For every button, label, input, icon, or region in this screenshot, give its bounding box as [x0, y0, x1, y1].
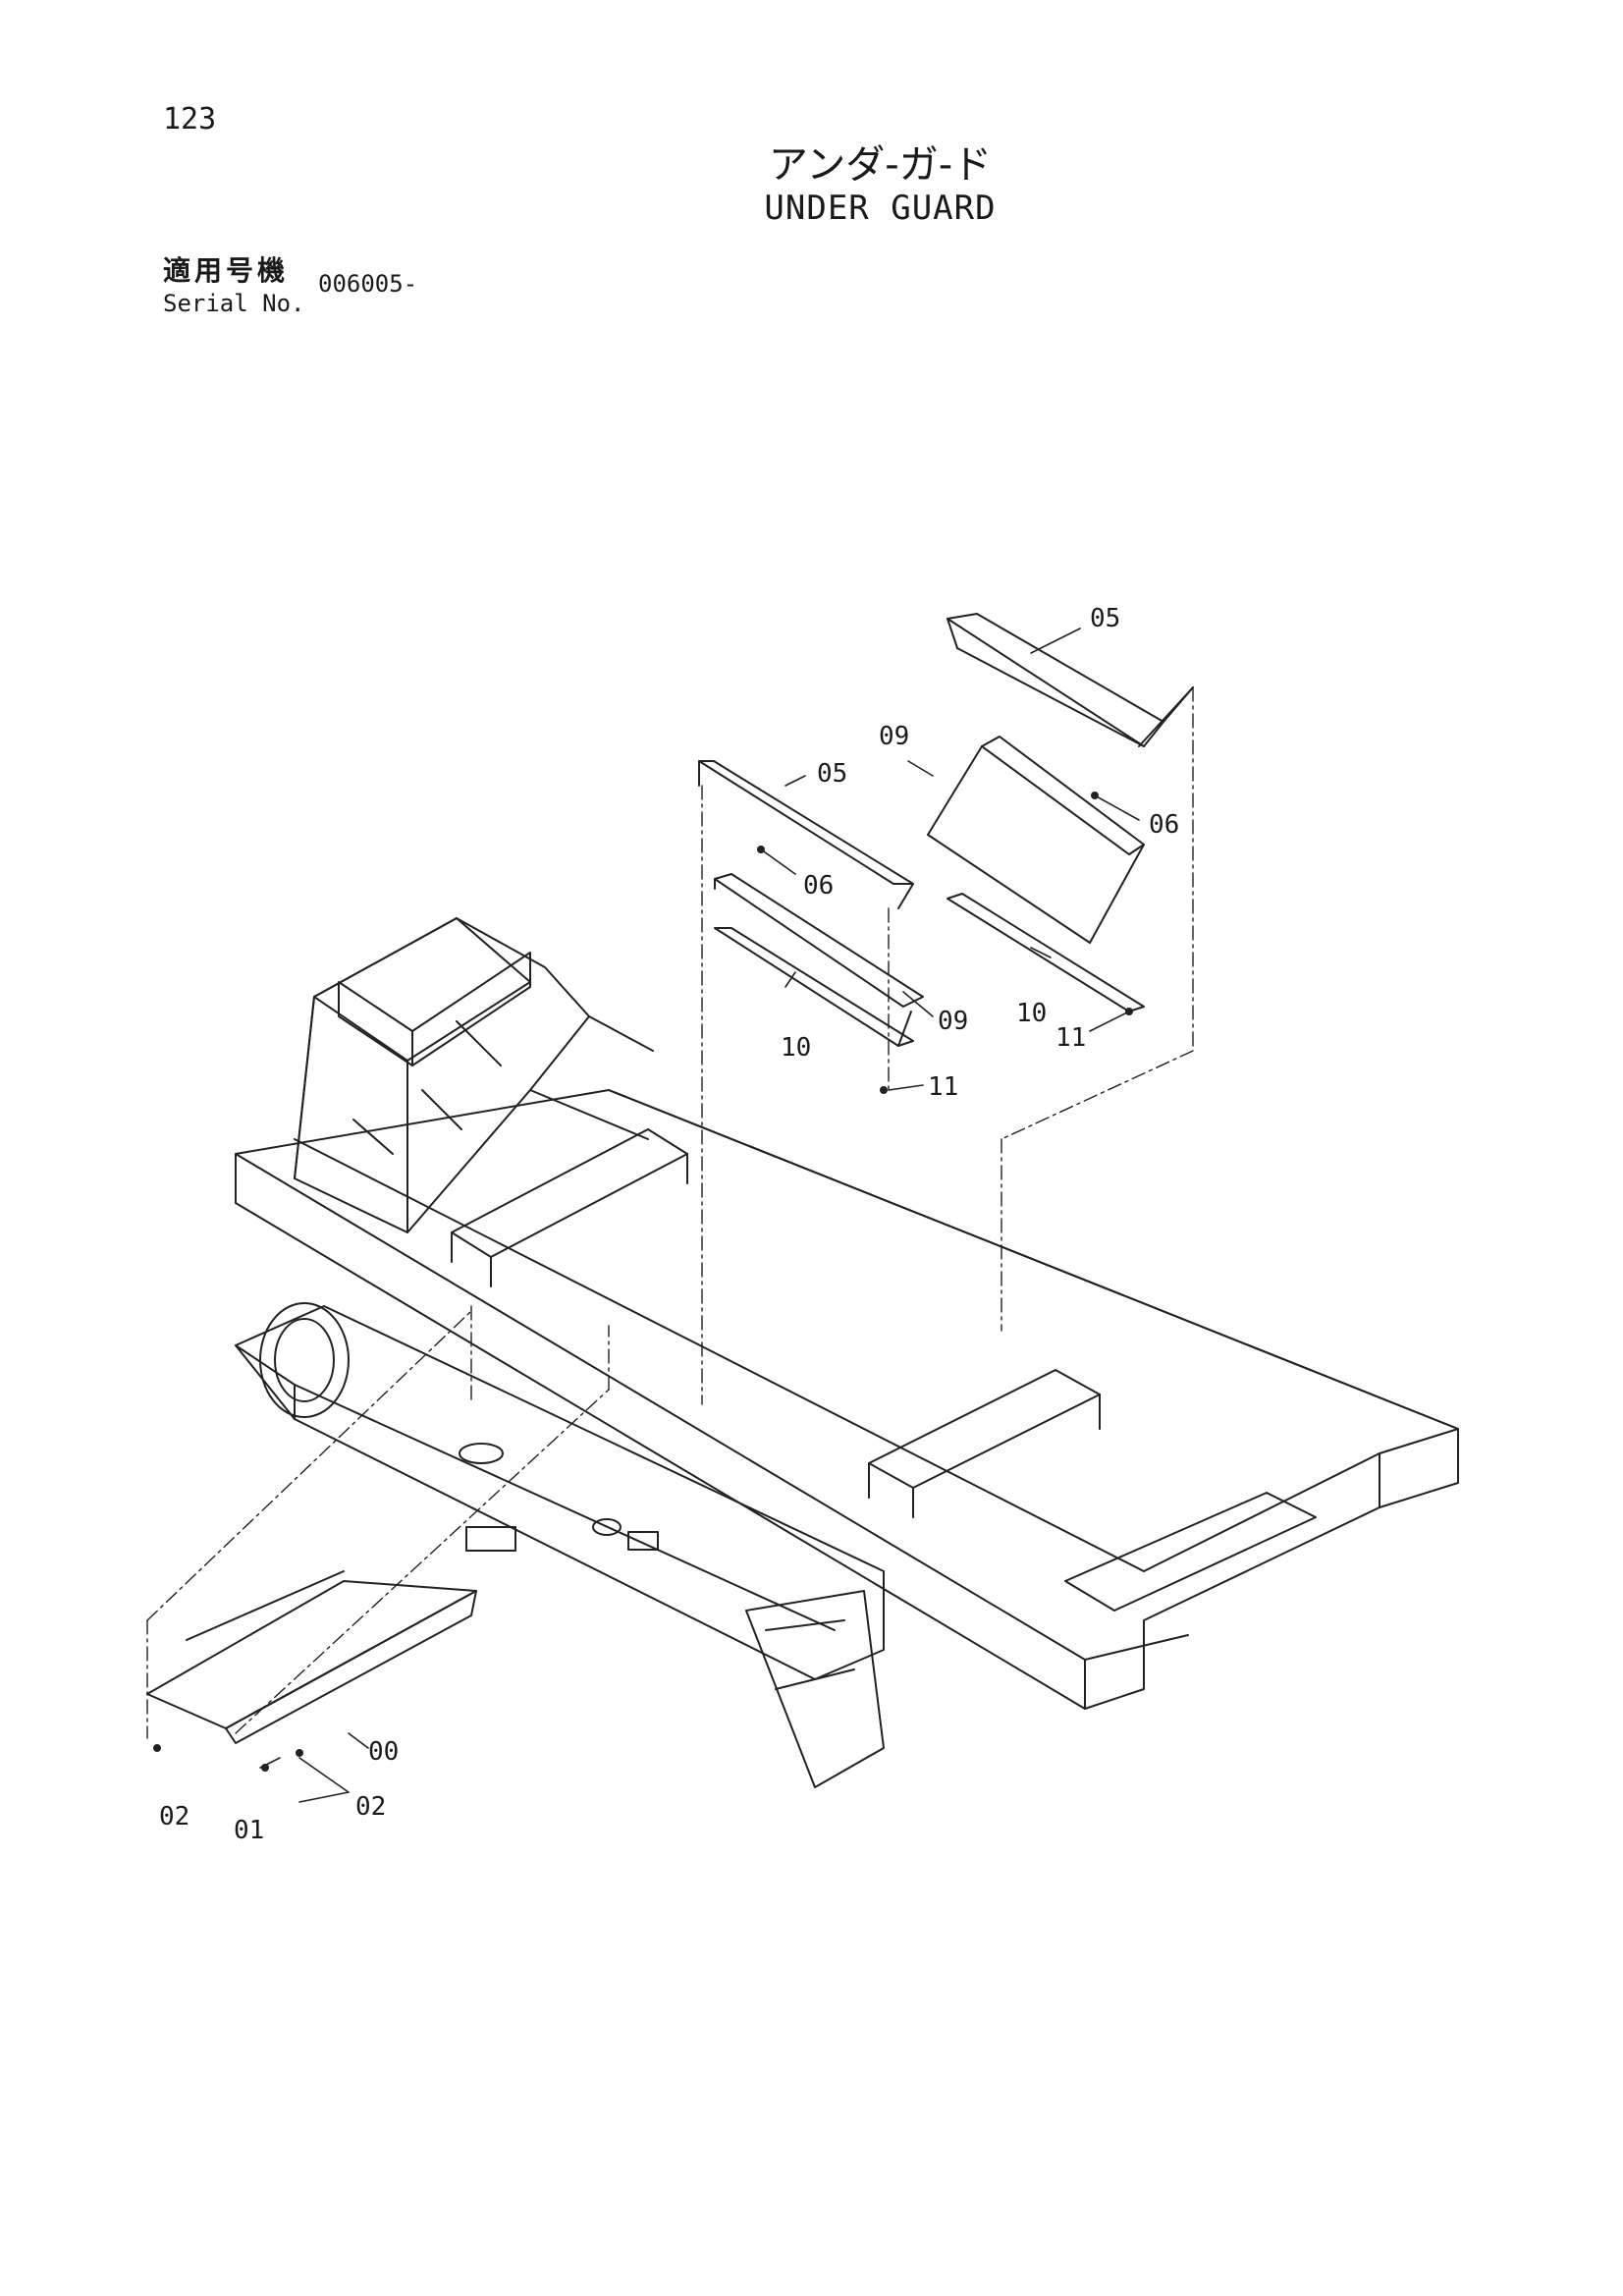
callout-09-mid: 09 [938, 1007, 968, 1036]
callout-02-right: 02 [355, 1792, 386, 1822]
callout-06-mid: 06 [803, 871, 834, 901]
serial-label-en: Serial No. [163, 290, 305, 317]
callout-10-upper: 10 [1016, 999, 1047, 1028]
leader-lines [259, 628, 1140, 1803]
callout-02-left: 02 [159, 1802, 189, 1831]
page-title-jp: アンダ-ガ-ド [768, 142, 993, 188]
frame-cross-members [451, 1128, 1317, 1612]
callout-00: 00 [368, 1737, 399, 1767]
guard-assembly-mid [698, 760, 924, 1047]
serial-label-jp: 適用号機 [163, 254, 290, 287]
mounting-lines [146, 686, 1194, 1739]
callout-05-mid: 05 [817, 759, 847, 789]
callout-06-upper: 06 [1149, 810, 1179, 840]
callout-05-upper: 05 [1090, 604, 1120, 633]
frame-upper-box [294, 917, 654, 1233]
page-number: 123 [163, 102, 217, 137]
callout-01: 01 [234, 1816, 264, 1845]
callout-10-mid: 10 [781, 1033, 811, 1063]
page-title-en: UNDER GUARD [764, 189, 997, 228]
callout-11-upper: 11 [1055, 1023, 1086, 1053]
bolt-marks [153, 792, 1133, 1772]
under-guard-00 [146, 1570, 477, 1744]
callout-09-upper: 09 [879, 722, 909, 751]
frame-right-rail [235, 1089, 1459, 1710]
callout-11-mid: 11 [928, 1072, 958, 1102]
track-frame-left [235, 1302, 885, 1788]
serial-range: 006005- [318, 270, 418, 298]
guard-assembly-upper [927, 613, 1194, 1012]
